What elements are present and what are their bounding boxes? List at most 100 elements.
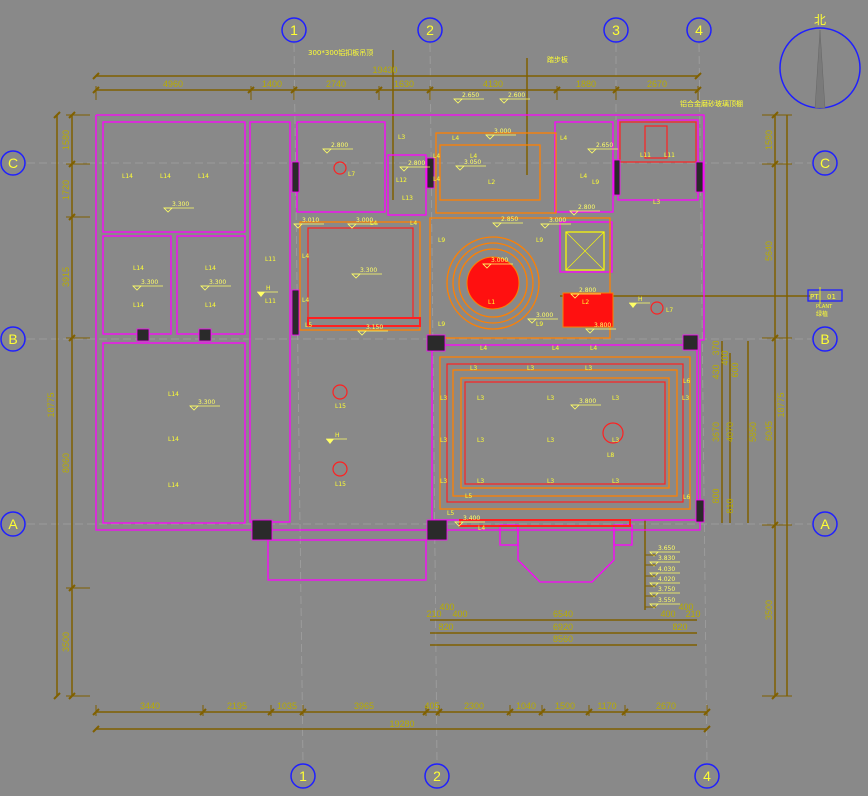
dimension-label: 1720 <box>61 180 71 200</box>
dimension-label: 820 <box>438 622 453 632</box>
light-label: L3 <box>585 365 592 372</box>
elevation-value: 3.000 <box>494 128 511 135</box>
axis-bubble <box>812 511 838 537</box>
elevation-value: 3.000 <box>491 257 508 264</box>
height-mark: H <box>257 285 278 297</box>
light-label: L4 <box>433 176 440 183</box>
elevation-mark: 3.800 <box>570 398 601 410</box>
elevation-value: 2.800 <box>579 287 596 294</box>
elevation-mark: 4.030 <box>649 566 680 578</box>
dimension-label: 3500 <box>764 600 774 620</box>
dimension-label: 3670 <box>711 422 721 442</box>
dimension-label: 1880 <box>576 79 596 89</box>
light-label: L5 <box>447 510 454 517</box>
axis-label: 2 <box>433 768 441 784</box>
dimension-label: 600 <box>730 362 740 377</box>
axis-label: 4 <box>695 22 703 38</box>
grid-axis-right-1: B <box>812 326 838 352</box>
dimension-label: 8060 <box>61 453 71 473</box>
axis-bubble <box>0 150 26 176</box>
dimension-label: 370 <box>711 340 721 355</box>
glass-ceiling-note: 铝合金磨砂玻璃顶棚 <box>680 99 743 108</box>
elevation-value: 2.600 <box>508 92 525 99</box>
elevation-mark: 3.300 <box>351 267 382 279</box>
light-label: L3 <box>612 395 619 402</box>
elevation-mark: 3.750 <box>649 586 680 598</box>
plant-label-cn: 绿植 <box>816 310 828 318</box>
elevation-mark: 3.830 <box>649 555 680 567</box>
dimension-label: 810 <box>725 498 735 513</box>
dimension-label: 5640 <box>764 241 774 261</box>
walls <box>95 114 705 583</box>
light-label: L12 <box>396 177 407 184</box>
light-label: L4 <box>560 135 567 142</box>
axis-label: 1 <box>290 22 298 38</box>
grid-axis-left-0: C <box>0 150 26 176</box>
dimension-label: 4960 <box>163 79 183 89</box>
dimension-label: 1500 <box>555 701 575 711</box>
dimension-label: 405 <box>424 701 439 711</box>
light-label: L9 <box>438 321 445 328</box>
dimension-label: 6920 <box>553 622 573 632</box>
dimension-label: 2670 <box>656 701 676 711</box>
grid-axis-bottom-0: 1 <box>290 763 316 789</box>
height-mark-label: H <box>266 285 271 292</box>
elevation-mark: 2.800 <box>322 142 353 154</box>
light-label: L4 <box>580 173 587 180</box>
grid-axis-right-2: A <box>812 511 838 537</box>
dimension-label: 400 <box>439 602 454 612</box>
height-mark: H <box>326 432 347 444</box>
grid-axis-top-0: 1 <box>281 17 307 43</box>
dimension-label: 19430 <box>372 65 397 75</box>
dimension-label: 1035 <box>277 701 297 711</box>
grid-axis-bottom-1: 2 <box>424 763 450 789</box>
axis-label: B <box>820 331 829 347</box>
light-label: L4 <box>480 345 487 352</box>
light-label: L3 <box>477 478 484 485</box>
dimension-label: 3440 <box>140 701 160 711</box>
axis-label: C <box>820 155 830 171</box>
elevation-mark: 3.300 <box>163 201 194 213</box>
light-label: L4 <box>470 153 477 160</box>
elevation-mark: 4.020 <box>649 576 680 588</box>
light-label: L14 <box>133 302 144 309</box>
dimension-label: 4070 <box>725 422 735 442</box>
light-label: L14 <box>168 482 179 489</box>
dimension-label: 2300 <box>464 701 484 711</box>
light-label: L2 <box>582 299 589 306</box>
elevation-value: 3.300 <box>172 201 189 208</box>
light-label: L4 <box>590 345 597 352</box>
plant-tag <box>807 289 843 302</box>
plant-tag-number: 01 <box>827 293 836 301</box>
light-label: L3 <box>527 365 534 372</box>
elevation-value: 3.650 <box>658 545 675 552</box>
dimension-label: 3915 <box>61 267 71 287</box>
dimension-label: 400 <box>452 609 467 619</box>
grid-axis-left-2: A <box>0 511 26 537</box>
light-label: L3 <box>612 437 619 444</box>
light-label: L15 <box>335 403 346 410</box>
dimension-label: 8560 <box>553 634 573 644</box>
elevation-mark: 3.300 <box>132 279 163 291</box>
height-mark-label: H <box>335 432 340 439</box>
elevation-mark: 2.800 <box>570 287 601 299</box>
axis-bubble <box>0 326 26 352</box>
elevation-value: 3.300 <box>198 399 215 406</box>
axis-bubble <box>424 763 450 789</box>
dimension-lines <box>56 50 810 730</box>
light-label: L3 <box>440 395 447 402</box>
elevation-mark: 3.000 <box>540 217 571 229</box>
elevation-value: 3.550 <box>658 597 675 604</box>
elevation-value: 3.010 <box>302 217 319 224</box>
light-label: L3 <box>398 134 405 141</box>
light-label: L4 <box>302 253 309 260</box>
light-label: L9 <box>438 237 445 244</box>
elevation-mark: 3.400 <box>454 515 485 527</box>
dimension-label: 2195 <box>227 701 247 711</box>
elevation-value: 3.300 <box>209 279 226 286</box>
light-label: L13 <box>402 195 413 202</box>
light-label: L11 <box>640 152 651 159</box>
dimension-label: 2740 <box>326 79 346 89</box>
